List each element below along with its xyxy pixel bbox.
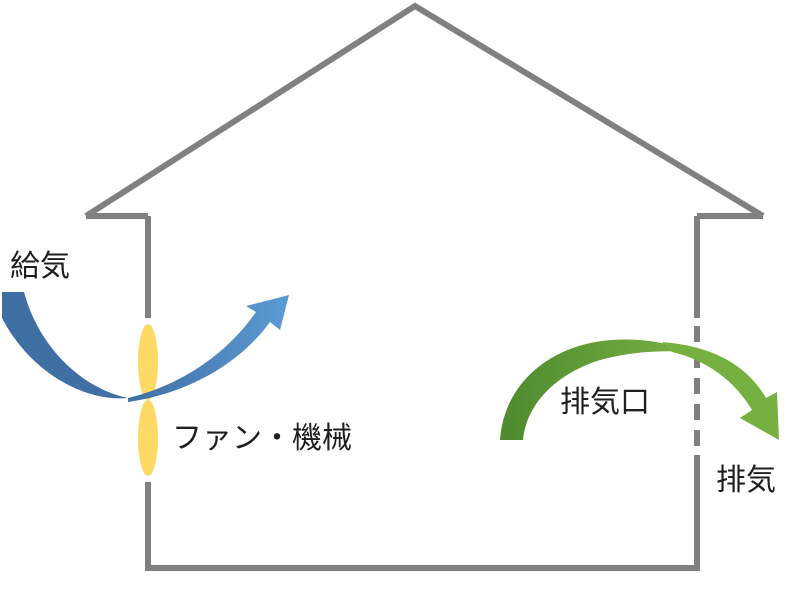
fan-label: ファン・機械 <box>172 421 352 456</box>
exhaust-vent-label: 排気口 <box>560 385 650 420</box>
house-outline <box>84 2 765 571</box>
fan-blade-upper <box>138 324 158 400</box>
roof-line <box>84 2 765 219</box>
exhaust-inflow-arrow <box>500 339 690 440</box>
fan-icon <box>138 324 158 476</box>
exhaust-outflow-arrow <box>662 342 779 440</box>
fan-blade-lower <box>138 400 158 476</box>
supply-label: 給気 <box>10 249 70 284</box>
supply-inflow-arrow <box>2 292 128 399</box>
supply-outflow-arrow <box>128 295 289 402</box>
exhaust-label: 排気 <box>716 463 776 498</box>
